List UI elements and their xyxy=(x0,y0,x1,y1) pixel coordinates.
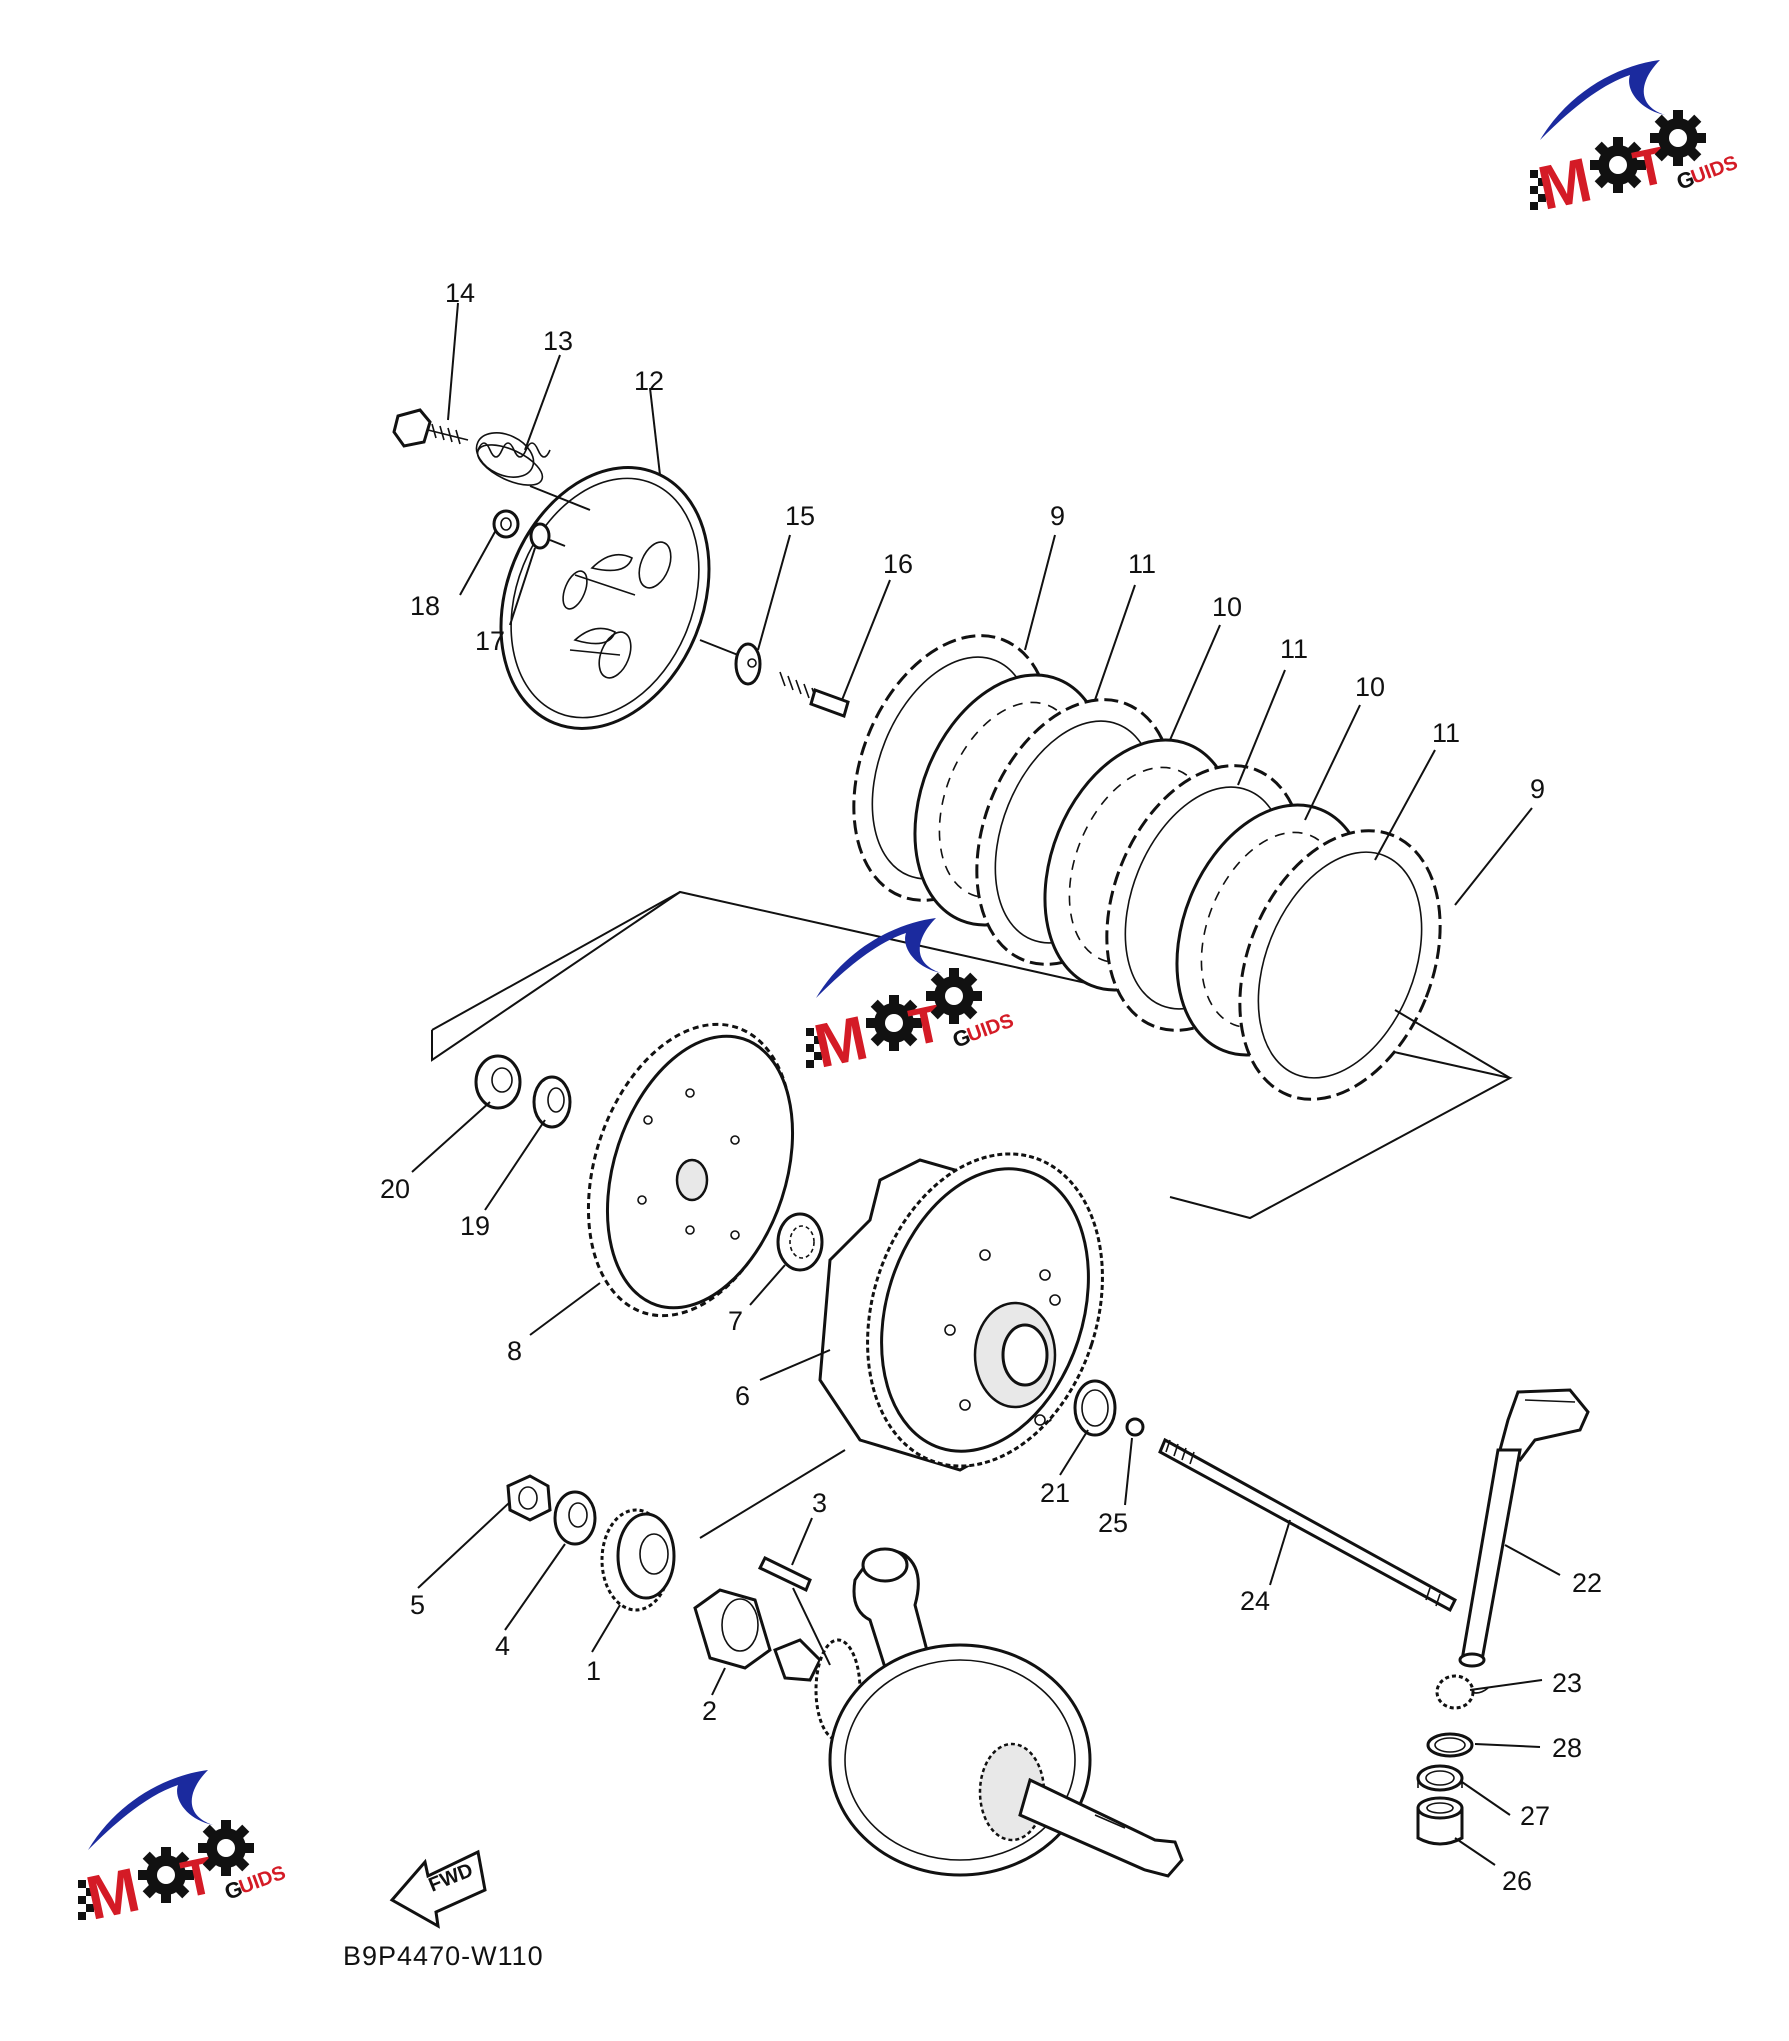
forward-arrow: FWD xyxy=(389,1849,487,1929)
callout-27: 27 xyxy=(1520,1801,1550,1831)
callout-1: 1 xyxy=(586,1656,601,1686)
callout-11-a: 11 xyxy=(1128,549,1156,579)
watermark-logo-top-right xyxy=(1530,60,1741,224)
bearing-26 xyxy=(1416,1796,1464,1846)
bearing-2 xyxy=(693,1588,772,1670)
callout-5: 5 xyxy=(410,1590,425,1620)
callout-10-b: 10 xyxy=(1355,672,1385,702)
callout-22: 22 xyxy=(1572,1568,1602,1598)
push-rod-24 xyxy=(1158,1437,1457,1613)
oil-seal-27 xyxy=(1416,1764,1464,1792)
circlip-28 xyxy=(1426,1732,1474,1758)
callout-16: 16 xyxy=(883,549,913,579)
watermark-logo-center xyxy=(806,918,1017,1082)
callout-11-b: 11 xyxy=(1280,634,1308,664)
callout-10-a: 10 xyxy=(1212,592,1242,622)
callout-9-bottom: 9 xyxy=(1530,774,1545,804)
bracket-top-edge xyxy=(431,891,681,1031)
bolt xyxy=(392,408,469,448)
callout-20: 20 xyxy=(380,1174,410,1204)
callout-6: 6 xyxy=(735,1381,750,1411)
callout-8: 8 xyxy=(507,1336,522,1366)
callout-4: 4 xyxy=(495,1631,510,1661)
watermark-logo-bottom-left xyxy=(78,1770,289,1934)
callout-9-top: 9 xyxy=(1050,501,1065,531)
clutch-plate-stack xyxy=(852,634,1442,1101)
ball-25 xyxy=(1125,1417,1145,1437)
push-rod xyxy=(779,671,850,718)
nut-20 xyxy=(474,1054,522,1110)
nut-18 xyxy=(492,509,520,539)
leader-15-plate xyxy=(699,639,739,656)
callout-15: 15 xyxy=(785,501,815,531)
spring xyxy=(475,432,551,486)
callout-18: 18 xyxy=(410,591,440,621)
key-3 xyxy=(757,1555,812,1593)
washer-4 xyxy=(553,1490,597,1546)
callout-3: 3 xyxy=(812,1488,827,1518)
callout-12: 12 xyxy=(634,366,664,396)
callout-19: 19 xyxy=(460,1211,490,1241)
push-lever-shaft xyxy=(1458,1388,1590,1668)
leader-gear-housing xyxy=(699,1449,846,1539)
washer-17 xyxy=(529,522,551,550)
leader-lines xyxy=(411,302,1561,1866)
leader-13-plate xyxy=(529,485,591,511)
nut-5 xyxy=(506,1474,552,1522)
callout-17: 17 xyxy=(475,626,505,656)
callout-28: 28 xyxy=(1552,1733,1582,1763)
callout-7: 7 xyxy=(728,1306,743,1336)
pressure-plate xyxy=(499,466,711,730)
callout-23: 23 xyxy=(1552,1668,1582,1698)
callout-14: 14 xyxy=(445,278,475,308)
primary-drive-gear xyxy=(600,1508,676,1612)
callout-2: 2 xyxy=(702,1696,717,1726)
thrust-washer-7 xyxy=(776,1212,824,1272)
crankshaft xyxy=(773,1547,1184,1878)
callout-13: 13 xyxy=(543,326,573,356)
callout-26: 26 xyxy=(1502,1866,1532,1896)
callout-21: 21 xyxy=(1040,1478,1070,1508)
clutch-housing xyxy=(818,1152,1104,1472)
washer-15 xyxy=(734,642,762,686)
callout-11-c: 11 xyxy=(1432,718,1460,748)
callout-labels: 14 13 12 15 16 9 11 10 11 10 11 9 18 17 … xyxy=(380,278,1602,1896)
leader-plates-box xyxy=(1394,1009,1511,1079)
washer-21 xyxy=(1073,1379,1117,1437)
clutch-boss xyxy=(586,1022,795,1318)
leader-3-crank xyxy=(792,1587,831,1666)
callout-24: 24 xyxy=(1240,1586,1270,1616)
spring-23 xyxy=(1435,1674,1489,1710)
callout-25: 25 xyxy=(1098,1508,1128,1538)
leader-17-plate xyxy=(549,539,566,547)
lock-washer-19 xyxy=(532,1075,572,1129)
drawing-code: B9P4470-W110 xyxy=(343,1941,544,1971)
